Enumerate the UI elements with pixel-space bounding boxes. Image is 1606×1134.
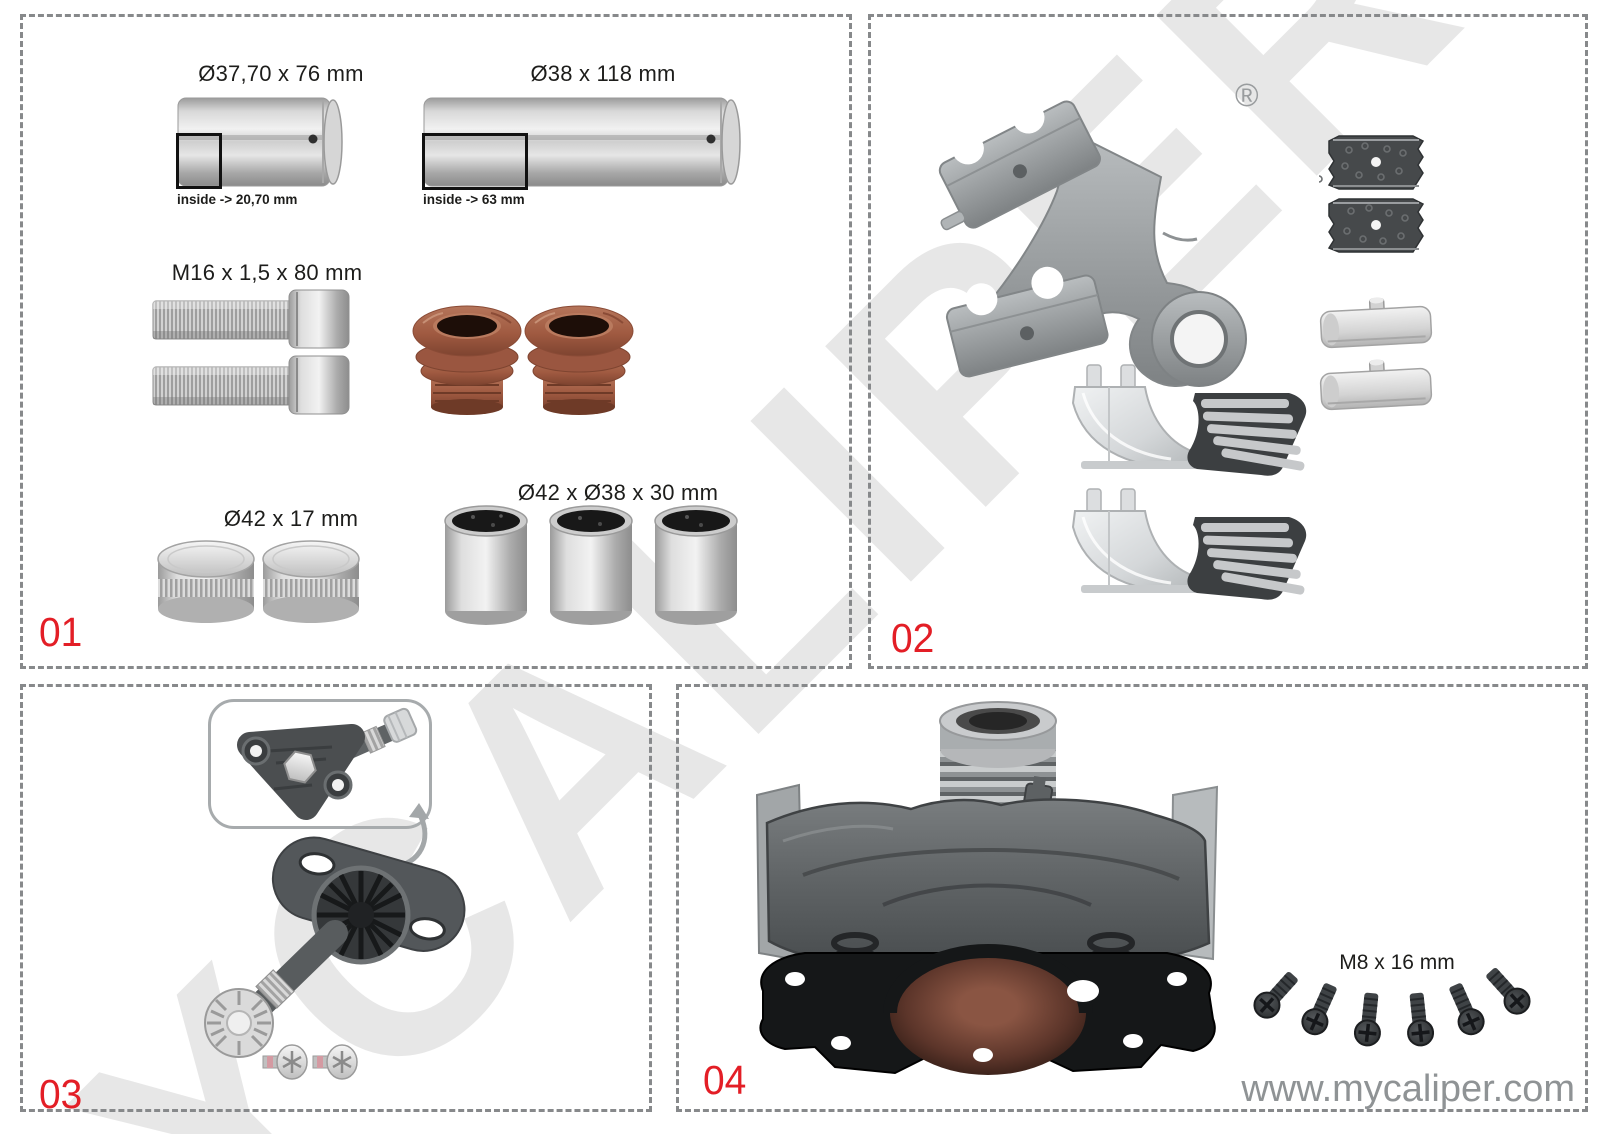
caliper-bracket-image (923, 73, 1253, 453)
m8-screw-5-image (1435, 973, 1495, 1042)
pin-large-inside-label: inside -> 63 mm (423, 192, 525, 207)
website-url: www.mycaliper.com (1241, 1068, 1575, 1110)
pad-retainer-2-image (1059, 487, 1201, 601)
bushing-2-image (546, 501, 636, 629)
pin-small-dimension-label: Ø37,70 x 76 mm (198, 61, 364, 86)
m8-screw-2-image (1291, 973, 1351, 1042)
bushing-1-image (441, 501, 531, 629)
m8-screw-dimension-label: M8 x 16 mm (1339, 951, 1455, 974)
adjuster-screw-1-image (261, 1041, 309, 1083)
dust-cap-1-image (155, 535, 257, 629)
pin-small-measure-bracket (176, 133, 222, 189)
panel-number-3: 03 (39, 1071, 83, 1117)
guide-pin-small-image (177, 95, 345, 189)
panel-number-2: 02 (891, 615, 935, 661)
panel-guide-pin-kit: Ø37,70 x 76 mm Ø38 x 118 mm inside -> 20… (20, 14, 852, 669)
panel-number-4: 04 (703, 1057, 747, 1103)
guide-pin-large-image (423, 95, 743, 189)
m8-screw-1-image (1243, 959, 1312, 1029)
adjuster-inset-frame (208, 699, 432, 829)
adjuster-screw-2-image (311, 1041, 359, 1083)
rubber-boot-1-image (411, 299, 523, 417)
m8-screw-6-image (1473, 955, 1542, 1025)
adjuster-inset-image (216, 705, 424, 823)
pin-large-dimension-label: Ø38 x 118 mm (530, 61, 676, 86)
slide-block-2-image (1319, 359, 1433, 411)
dust-cap-2-image (260, 535, 362, 629)
pin-small-inside-label: inside -> 20,70 mm (177, 192, 298, 207)
caliper-mechanism-image (743, 691, 1233, 1093)
caliper-bolt-1-image (151, 287, 351, 351)
spring-sleeve-2-image (1319, 196, 1433, 256)
caliper-bolt-2-image (151, 353, 351, 417)
panel-adjuster-kit: 03 (20, 684, 652, 1117)
pad-retainer-1-image (1059, 363, 1201, 477)
bushing-3-image (651, 501, 741, 629)
slide-block-1-image (1319, 297, 1433, 349)
roller-cage-2-image (1183, 513, 1313, 601)
roller-cage-1-image (1183, 389, 1313, 477)
bolt-dimension-label: M16 x 1,5 x 80 mm (171, 260, 363, 285)
panel-number-1: 01 (39, 609, 83, 655)
registered-trademark: ® (1235, 77, 1259, 113)
rubber-boot-2-image (523, 299, 635, 417)
spring-sleeve-1-image (1319, 133, 1433, 193)
m8-screw-3-image (1346, 987, 1392, 1049)
panel-bracket-kit: ® (868, 14, 1588, 669)
cap-dimension-label: Ø42 x 17 mm (223, 506, 359, 531)
adjuster-shaft-image (183, 831, 533, 1063)
panel-mechanism-kit: M8 x 16 mm (676, 684, 1588, 1112)
bushing-dimension-label: Ø42 x Ø38 x 30 mm (517, 480, 719, 505)
pin-large-measure-bracket (422, 133, 528, 190)
m8-screw-4-image (1396, 987, 1442, 1049)
